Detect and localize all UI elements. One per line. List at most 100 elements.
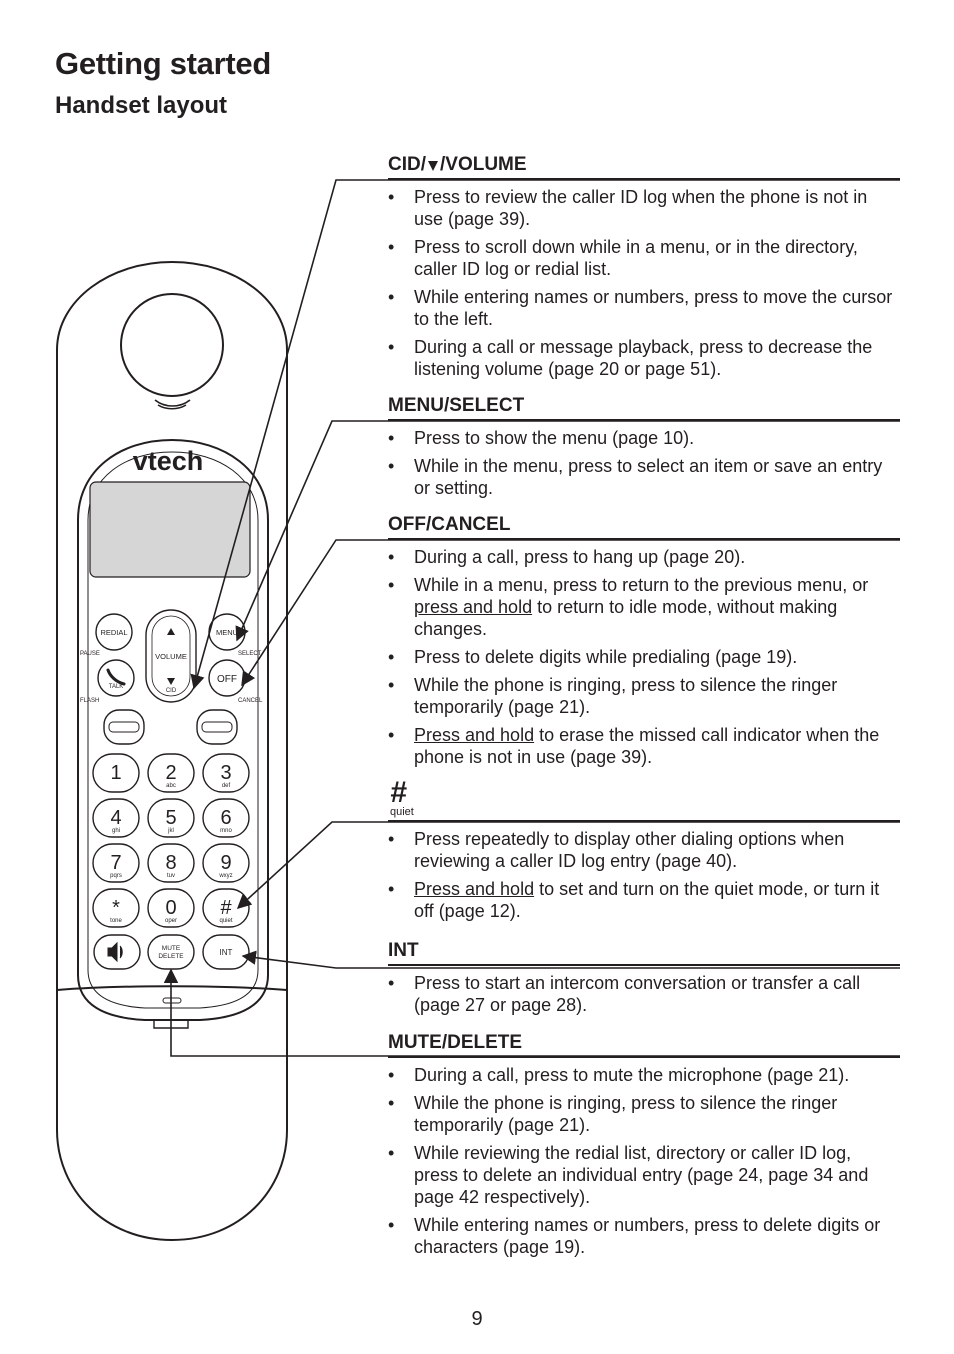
up-triangle-icon	[167, 628, 175, 635]
svg-text:6: 6	[220, 807, 231, 829]
key-star[interactable]: *tone	[92, 888, 140, 928]
bullet-item: Press to delete digits while predialing …	[388, 646, 900, 668]
bullet-item: During a call or message playback, press…	[388, 336, 900, 380]
bullet-list: Press to start an intercom conversation …	[388, 972, 900, 1016]
faceplate	[77, 438, 269, 1021]
section-title: INT	[388, 940, 419, 961]
underlined-text: Press and hold	[414, 725, 535, 745]
down-triangle-icon	[167, 678, 175, 685]
svg-text:def: def	[222, 783, 231, 789]
right-softkey[interactable]	[196, 709, 238, 745]
svg-text:abc: abc	[166, 783, 176, 789]
redial-button[interactable]: REDIAL	[95, 613, 133, 651]
svg-text:TALK: TALK	[109, 684, 124, 690]
earpiece	[120, 293, 224, 397]
off-button[interactable]: OFF	[208, 659, 246, 697]
bullet-item: Press to start an intercom conversation …	[388, 972, 900, 1016]
quiet-key-symbol: # quiet	[390, 776, 414, 818]
select-label: SELECT	[238, 651, 262, 657]
svg-text:0: 0	[165, 897, 176, 919]
bullet-item: While in the menu, press to select an it…	[388, 455, 900, 499]
svg-text:VOLUME: VOLUME	[155, 652, 187, 661]
flash-label: FLASH	[80, 698, 99, 704]
volume-nav-key[interactable]: VOLUME CID	[145, 609, 197, 703]
int-button[interactable]: INT	[202, 934, 250, 970]
section-title: MUTE/DELETE	[388, 1032, 523, 1053]
bullet-item: Press and hold to erase the missed call …	[388, 724, 900, 768]
phone-handset-icon	[106, 668, 126, 686]
svg-text:OFF: OFF	[217, 674, 237, 685]
bullet-list: Press repeatedly to display other dialin…	[388, 828, 900, 922]
svg-text:mno: mno	[220, 828, 232, 834]
cancel-label: CANCEL	[238, 698, 263, 704]
section-menu-select: MENU/SELECT Press to show the menu (page…	[388, 395, 900, 499]
svg-text:2: 2	[165, 762, 176, 784]
svg-text:DELETE: DELETE	[158, 953, 184, 960]
brand-logo: vtech	[133, 446, 204, 476]
callout-cid	[190, 179, 900, 690]
section-title: CID/ /VOLUME	[388, 154, 527, 175]
callout-int	[241, 950, 900, 969]
svg-text:jkl: jkl	[167, 828, 174, 834]
bullet-item: Press to scroll down while in a menu, or…	[388, 236, 900, 280]
svg-text:MUTE: MUTE	[162, 945, 181, 952]
callout-off	[241, 539, 900, 687]
svg-text:quiet: quiet	[219, 918, 232, 924]
bullet-item: Press to show the menu (page 10).	[388, 427, 900, 449]
mute-delete-button[interactable]: MUTE DELETE	[147, 934, 195, 970]
bullet-item: While in a menu, press to return to the …	[388, 574, 900, 640]
svg-text:ghi: ghi	[112, 828, 120, 834]
bullet-list: Press to review the caller ID log when t…	[388, 186, 900, 380]
key-pound[interactable]: #quiet	[202, 888, 250, 928]
svg-text:3: 3	[220, 762, 231, 784]
svg-text:CID: CID	[166, 688, 177, 694]
bullet-item: While entering names or numbers, press t…	[388, 1214, 900, 1258]
page-subtitle: Handset layout	[55, 92, 228, 119]
bullet-item: While the phone is ringing, press to sil…	[388, 1092, 900, 1136]
speaker-button[interactable]	[93, 934, 141, 970]
callout-menu	[235, 420, 900, 642]
bullet-item: While the phone is ringing, press to sil…	[388, 674, 900, 718]
svg-text:5: 5	[165, 807, 176, 829]
key-1[interactable]: 1	[92, 753, 140, 793]
svg-text:8: 8	[165, 852, 176, 874]
page-number: 9	[471, 1308, 483, 1330]
svg-text:oper: oper	[165, 918, 177, 924]
left-softkey[interactable]	[103, 709, 145, 745]
callout-quiet	[236, 821, 900, 909]
down-triangle-icon	[428, 161, 438, 171]
pause-label: PAUSE	[80, 651, 100, 657]
section-title: MENU/SELECT	[388, 395, 525, 416]
speaker-icon	[107, 941, 123, 963]
section-quiet: # quiet Press repeatedly to display othe…	[388, 776, 900, 922]
svg-text:#: #	[220, 897, 232, 919]
svg-text:1: 1	[110, 762, 121, 784]
talk-button[interactable]: TALK	[97, 659, 135, 697]
svg-text:INT: INT	[220, 948, 233, 957]
bullet-item: During a call, press to mute the microph…	[388, 1064, 900, 1086]
page-title: Getting started	[55, 46, 271, 81]
section-off-cancel: OFF/CANCEL During a call, press to hang …	[388, 514, 900, 768]
section-int: INT Press to start an intercom conversat…	[388, 940, 900, 1016]
svg-text:9: 9	[220, 852, 231, 874]
svg-text:7: 7	[110, 852, 121, 874]
microphone	[162, 997, 182, 1004]
section-cid-volume: CID/ /VOLUME Press to review the caller …	[388, 154, 900, 380]
bullet-list: Press to show the menu (page 10). While i…	[388, 427, 900, 499]
bullet-list: During a call, press to mute the microph…	[388, 1064, 900, 1258]
section-title: OFF/CANCEL	[388, 514, 511, 535]
svg-text:REDIAL: REDIAL	[100, 628, 127, 637]
svg-text:MENU: MENU	[216, 628, 238, 637]
bullet-list: During a call, press to hang up (page 20…	[388, 546, 900, 768]
bullet-item: Press repeatedly to display other dialin…	[388, 828, 900, 872]
